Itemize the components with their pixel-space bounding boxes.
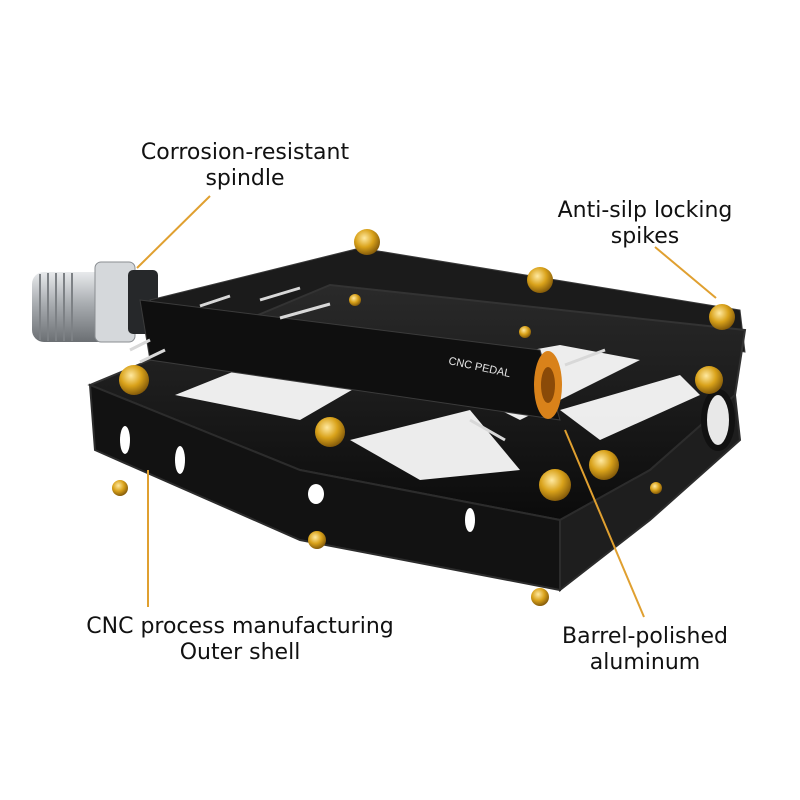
spike-pin [315, 417, 345, 447]
spike-pin [519, 326, 531, 338]
callout-spindle-line2: spindle [205, 166, 285, 191]
spike-pin [539, 469, 571, 501]
spike-pin [589, 450, 619, 480]
callout-spindle-line1: Corrosion-resistant [140, 140, 350, 165]
spike-pin [531, 588, 549, 606]
callout-spikes: Anti-silp locking spikes [530, 198, 760, 250]
spike-pin [695, 366, 723, 394]
callout-spikes-line2: spikes [610, 224, 680, 249]
spike-pin [119, 365, 149, 395]
leader-line-spikes [654, 246, 717, 299]
callout-aluminum-line1: Barrel-polished [562, 624, 728, 649]
spike-pin [709, 304, 735, 330]
spike-pin [527, 267, 553, 293]
spike-pin [354, 229, 380, 255]
callout-aluminum: Barrel-polished aluminum [540, 624, 750, 676]
spike-pin [308, 531, 326, 549]
callout-shell-line1: CNC process manufacturing [86, 614, 394, 639]
body-graphics [129, 286, 606, 442]
spike-pin [349, 294, 361, 306]
leader-line-aluminum [564, 429, 645, 618]
callout-aluminum-line2: aluminum [589, 650, 701, 675]
callout-spikes-line1: Anti-silp locking [557, 198, 733, 223]
callout-spindle: Corrosion-resistant spindle [120, 140, 370, 192]
leader-line-spindle [136, 195, 211, 269]
locking-spikes [112, 229, 735, 606]
callout-shell-line2: Outer shell [179, 640, 301, 665]
spike-pin [650, 482, 662, 494]
spike-pin [112, 480, 128, 496]
spindle [32, 261, 158, 343]
pedal-right-face [559, 392, 742, 593]
leader-lines [136, 195, 717, 618]
callout-shell: CNC process manufacturing Outer shell [70, 614, 410, 666]
side-holes [120, 389, 735, 532]
